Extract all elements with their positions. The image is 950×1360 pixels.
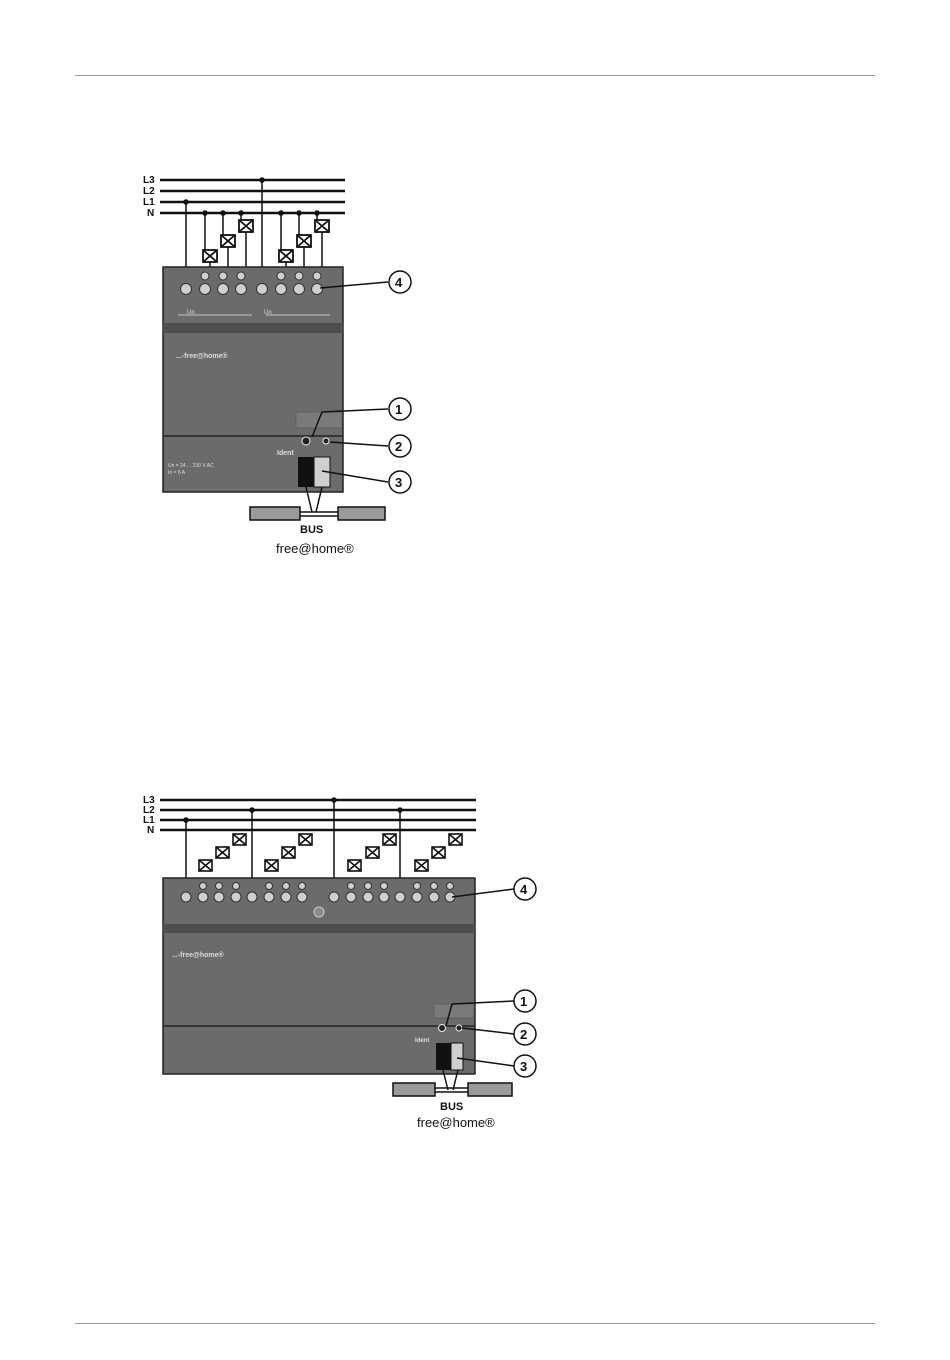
- supply-lines-b: [160, 800, 476, 830]
- callout-1-b: 1: [520, 994, 527, 1009]
- ident-label-b: Ident: [415, 1038, 429, 1044]
- device-brand-text-b: ...-free@home®: [172, 951, 225, 959]
- line-label-n-b: N: [147, 825, 154, 836]
- actuator-housing-b: ...-free@home® Ident: [163, 878, 475, 1074]
- callout-3-b: 3: [520, 1059, 527, 1074]
- bus-label-b: BUS: [440, 1101, 463, 1113]
- bus-terminal-b: [436, 1043, 451, 1070]
- status-led-b: [456, 1025, 462, 1031]
- footer-brand-b: free@home®: [417, 1115, 495, 1130]
- callout-4-b: 4: [520, 882, 528, 897]
- ident-button-b: [439, 1025, 446, 1032]
- load-symbols-b: [199, 834, 462, 871]
- callout-2-b: 2: [520, 1027, 527, 1042]
